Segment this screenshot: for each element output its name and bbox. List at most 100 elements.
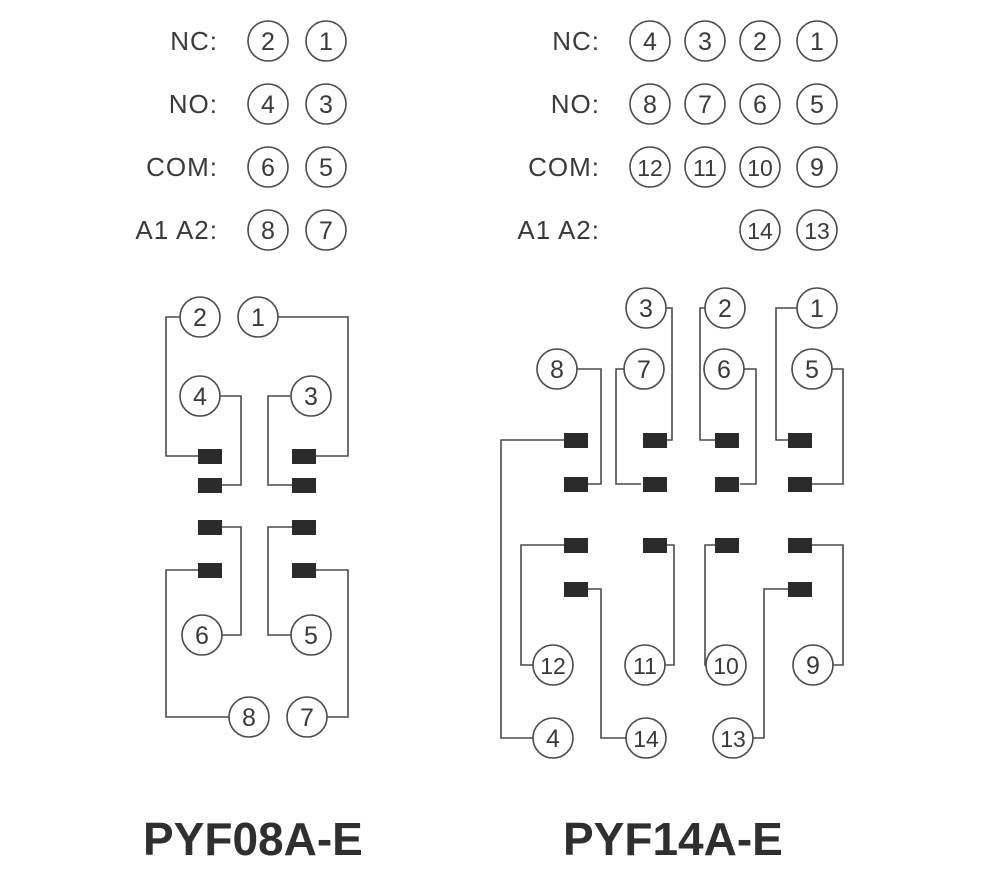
right-legend-label-com: COM: bbox=[528, 152, 600, 182]
right-legend-pin-6: 6 bbox=[739, 83, 781, 125]
left-wire-8 bbox=[165, 569, 229, 718]
svg-text:1: 1 bbox=[251, 304, 265, 332]
svg-text:4: 4 bbox=[643, 28, 657, 56]
svg-text:2: 2 bbox=[718, 295, 732, 323]
right-terminal-10: 10 bbox=[705, 644, 747, 686]
right-legend-pin-12: 12 bbox=[629, 146, 671, 188]
right-wire-4 bbox=[500, 439, 564, 739]
svg-text:8: 8 bbox=[242, 704, 256, 732]
right-wire-5 bbox=[812, 368, 844, 485]
svg-text:4: 4 bbox=[546, 725, 560, 753]
right-model-title: PYF14A-E bbox=[563, 813, 783, 865]
svg-text:7: 7 bbox=[300, 704, 314, 732]
right-contact-5 bbox=[564, 477, 588, 492]
svg-text:11: 11 bbox=[633, 653, 657, 679]
left-legend-pin-5: 5 bbox=[305, 146, 347, 188]
right-contact-9 bbox=[564, 538, 588, 553]
svg-text:10: 10 bbox=[747, 155, 773, 181]
svg-text:2: 2 bbox=[261, 28, 275, 56]
right-legend-pin-10: 10 bbox=[739, 146, 781, 188]
right-terminal-1: 1 bbox=[796, 287, 838, 329]
right-legend-pin-3: 3 bbox=[684, 20, 726, 62]
left-contact-4 bbox=[198, 563, 222, 578]
svg-text:7: 7 bbox=[319, 217, 333, 245]
left-contact-8 bbox=[292, 563, 316, 578]
svg-text:10: 10 bbox=[713, 653, 739, 679]
right-legend-pin-4: 4 bbox=[629, 20, 671, 62]
svg-text:7: 7 bbox=[698, 91, 712, 119]
svg-text:3: 3 bbox=[639, 295, 653, 323]
svg-text:13: 13 bbox=[804, 218, 830, 244]
left-terminal-5: 5 bbox=[290, 614, 332, 656]
right-contact-3 bbox=[715, 433, 739, 448]
right-contact-7 bbox=[715, 477, 739, 492]
left-terminal-6: 6 bbox=[181, 614, 223, 656]
svg-text:3: 3 bbox=[319, 91, 333, 119]
right-terminal-6: 6 bbox=[703, 348, 745, 390]
right-terminal-8: 8 bbox=[536, 348, 578, 390]
right-legend-label-nc: NC: bbox=[552, 26, 600, 56]
left-legend-label-no: NO: bbox=[168, 89, 218, 119]
svg-text:14: 14 bbox=[633, 726, 659, 752]
svg-text:1: 1 bbox=[810, 28, 824, 56]
svg-text:8: 8 bbox=[261, 217, 275, 245]
left-contact-1 bbox=[198, 449, 222, 464]
right-legend-label-no: NO: bbox=[550, 89, 600, 119]
right-legend-pin-13: 13 bbox=[796, 209, 838, 251]
right-contact-11 bbox=[715, 538, 739, 553]
right-legend-pin-14: 14 bbox=[739, 209, 781, 251]
right-wire-8 bbox=[577, 368, 602, 485]
right-wire-2 bbox=[699, 307, 715, 441]
right-contact-8 bbox=[788, 477, 812, 492]
left-terminal-2: 2 bbox=[179, 296, 221, 338]
left-contact-7 bbox=[292, 520, 316, 535]
right-terminal-14: 14 bbox=[625, 717, 667, 759]
right-terminal-5: 5 bbox=[791, 348, 833, 390]
left-wire-4 bbox=[220, 395, 242, 486]
left-model-title: PYF08A-E bbox=[143, 813, 363, 865]
right-terminal-9: 9 bbox=[792, 644, 834, 686]
left-legend-pin-6: 6 bbox=[247, 146, 289, 188]
left-legend-label-nc: NC: bbox=[170, 26, 218, 56]
svg-text:2: 2 bbox=[753, 28, 767, 56]
left-legend-pin-7: 7 bbox=[305, 209, 347, 251]
right-wire-9 bbox=[812, 544, 844, 666]
right-terminal-3: 3 bbox=[625, 287, 667, 329]
right-legend-pin-11: 11 bbox=[684, 146, 726, 188]
right-legend-label-a1a2: A1 A2: bbox=[517, 215, 600, 245]
svg-text:6: 6 bbox=[195, 622, 209, 650]
svg-text:8: 8 bbox=[643, 91, 657, 119]
right-terminal-12: 12 bbox=[532, 644, 574, 686]
svg-text:6: 6 bbox=[753, 91, 767, 119]
left-wire-6 bbox=[222, 526, 242, 636]
svg-text:1: 1 bbox=[810, 295, 824, 323]
svg-text:5: 5 bbox=[319, 154, 333, 182]
left-contact-2 bbox=[198, 478, 222, 493]
left-legend-pin-4: 4 bbox=[247, 83, 289, 125]
svg-text:11: 11 bbox=[693, 155, 717, 181]
left-wire-7 bbox=[316, 569, 349, 718]
right-wire-7 bbox=[615, 368, 641, 485]
svg-text:2: 2 bbox=[193, 304, 207, 332]
left-contact-6 bbox=[292, 478, 316, 493]
svg-text:5: 5 bbox=[805, 356, 819, 384]
left-legend-pin-8: 8 bbox=[247, 209, 289, 251]
right-wire-11 bbox=[665, 544, 675, 666]
right-wire-10 bbox=[704, 544, 716, 666]
svg-text:12: 12 bbox=[540, 653, 566, 679]
right-terminal-11: 11 bbox=[624, 644, 666, 686]
right-terminal-7: 7 bbox=[623, 348, 665, 390]
right-contact-14 bbox=[788, 582, 812, 597]
left-contact-3 bbox=[198, 520, 222, 535]
left-terminal-1: 1 bbox=[237, 296, 279, 338]
right-legend-pin-8: 8 bbox=[629, 83, 671, 125]
left-wire-5 bbox=[267, 526, 292, 636]
right-legend-pin-2: 2 bbox=[739, 20, 781, 62]
svg-text:13: 13 bbox=[720, 726, 746, 752]
left-wire-3 bbox=[267, 395, 292, 486]
left-legend-label-com: COM: bbox=[146, 152, 218, 182]
svg-text:8: 8 bbox=[550, 356, 564, 384]
right-wire-12 bbox=[520, 544, 564, 666]
